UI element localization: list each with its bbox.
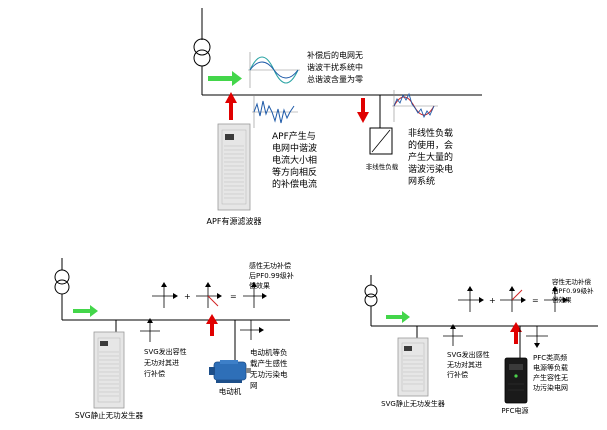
effect-line-3: 偿效果 bbox=[249, 281, 270, 290]
svg-text: SVG发出感性 无功对其进 行补偿 bbox=[447, 350, 490, 379]
op-equals: = bbox=[230, 292, 237, 301]
phasor-diagram-2 bbox=[196, 282, 222, 308]
compensated-line-1: 补偿后的电网无 bbox=[307, 50, 363, 60]
svg-phasor-icon bbox=[140, 318, 160, 342]
red-up-arrow-icon bbox=[510, 322, 522, 344]
svg-cabinet bbox=[93, 331, 125, 409]
apf-cabinet bbox=[217, 123, 251, 211]
red-up-arrow-icon bbox=[225, 92, 237, 120]
motor-icon bbox=[209, 360, 251, 383]
transformer-icon bbox=[364, 284, 378, 307]
phasor-diagram-2 bbox=[500, 286, 526, 312]
nonlinear-box-label: 非线性负载 bbox=[366, 162, 399, 171]
motor-phasor-icon bbox=[240, 320, 264, 340]
compensated-line-3: 总谐波含量为零 bbox=[307, 74, 363, 84]
op-plus: + bbox=[489, 296, 496, 305]
top-section: 补偿后的电网无 谐波干扰系统中 总谐波含量为零 bbox=[193, 8, 482, 226]
apf-line-1: APF产生与 bbox=[272, 130, 316, 142]
svg-device-label: SVG静止无功发生器 bbox=[75, 410, 144, 420]
nonlinear-line-3: 产生大量的 bbox=[408, 151, 453, 163]
phasor-diagram-1 bbox=[458, 286, 484, 312]
apf-wave-icon bbox=[252, 96, 298, 128]
pfc-ups-icon bbox=[504, 357, 528, 404]
effect-line-2: 后PF0.99级补 bbox=[249, 271, 294, 280]
nonlinear-line-4: 谐波污染电 bbox=[408, 163, 453, 175]
apf-line-4: 等方向相反 bbox=[272, 166, 317, 178]
green-arrow-icon bbox=[73, 305, 98, 317]
effect-text: 感性无功补偿 后PF0.99级补 偿效果 bbox=[249, 261, 294, 290]
pfc-line-4: 功污染电网 bbox=[533, 383, 568, 392]
motor-line-1: 电动机等负 bbox=[250, 347, 288, 357]
compensated-text: 补偿后的电网无 谐波干扰系统中 总谐波含量为零 bbox=[307, 50, 363, 84]
motor-text: 电动机等负 载产生感性 无功污染电 网 bbox=[250, 347, 288, 390]
svg-phasor-icon bbox=[443, 324, 463, 346]
op-equals: = bbox=[532, 296, 539, 305]
pfc-line-2: 电源等负载 bbox=[533, 363, 568, 372]
effect-line-3: 偿效果 bbox=[552, 295, 572, 304]
effect-line-1: 容性无功补偿 bbox=[552, 277, 592, 286]
phasor-diagram-3 bbox=[544, 286, 568, 312]
effect-line-1: 感性无功补偿 bbox=[249, 261, 291, 270]
effect-line-2: 后PF0.99级补 bbox=[552, 286, 594, 295]
nonlinear-line-5: 网系统 bbox=[408, 175, 435, 187]
motor-line-2: 载产生感性 bbox=[250, 358, 288, 368]
effect-text: 容性无功补偿 后PF0.99级补 偿效果 bbox=[552, 277, 594, 304]
apf-line-5: 的补偿电流 bbox=[272, 178, 317, 190]
apf-text: APF产生与 电网中谐波 电流大小相 等方向相反 的补偿电流 bbox=[272, 130, 317, 190]
red-down-arrow-icon bbox=[357, 98, 369, 123]
pfc-text: PFC类高频 电源等负载 产生容性无 功污染电网 bbox=[533, 353, 568, 392]
nonlinear-line-2: 的使用，会 bbox=[408, 139, 453, 151]
pfc-label: PFC电源 bbox=[501, 406, 528, 415]
compensated-line-2: 谐波干扰系统中 bbox=[307, 62, 363, 72]
svg-device-label: SVG静止无功发生器 bbox=[381, 399, 445, 408]
red-up-arrow-icon bbox=[206, 314, 218, 336]
green-arrow-icon bbox=[208, 71, 242, 86]
svg-cabinet bbox=[397, 337, 429, 397]
phasor-diagram-3 bbox=[243, 282, 267, 308]
transformer-icon bbox=[193, 38, 211, 67]
nonlinear-line-1: 非线性负载 bbox=[408, 127, 453, 139]
nonlinear-wave-icon bbox=[392, 90, 438, 122]
nonlinear-load-box bbox=[369, 127, 393, 155]
op-plus: + bbox=[184, 292, 191, 301]
transformer-icon bbox=[54, 269, 70, 295]
nonlinear-text: 非线性负载 的使用，会 产生大量的 谐波污染电 网系统 bbox=[408, 127, 453, 187]
motor-line-4: 网 bbox=[250, 381, 258, 390]
bottom-right-section: + = 容性无功补偿 后PF0.99级补 偿效果 bbox=[364, 275, 598, 415]
pfc-line-3: 产生容性无 bbox=[533, 373, 568, 382]
apf-device-label: APF有源滤波器 bbox=[207, 216, 262, 226]
apf-line-3: 电流大小相 bbox=[272, 154, 317, 166]
phasor-diagram-1 bbox=[152, 282, 178, 308]
compensated-wave-icon bbox=[248, 52, 300, 88]
motor-line-3: 无功污染电 bbox=[250, 369, 288, 379]
apf-line-2: 电网中谐波 bbox=[272, 142, 317, 154]
bottom-left-section: + = 感性无功补偿 后PF0.99级补 偿效果 bbox=[54, 258, 294, 420]
pfc-phasor-icon bbox=[526, 326, 548, 348]
svg-text: SVG发出容性 无功对其进 行补偿 bbox=[144, 347, 187, 378]
motor-label: 电动机 bbox=[219, 386, 242, 396]
pfc-line-1: PFC类高频 bbox=[533, 353, 567, 362]
green-arrow-icon bbox=[386, 311, 410, 323]
